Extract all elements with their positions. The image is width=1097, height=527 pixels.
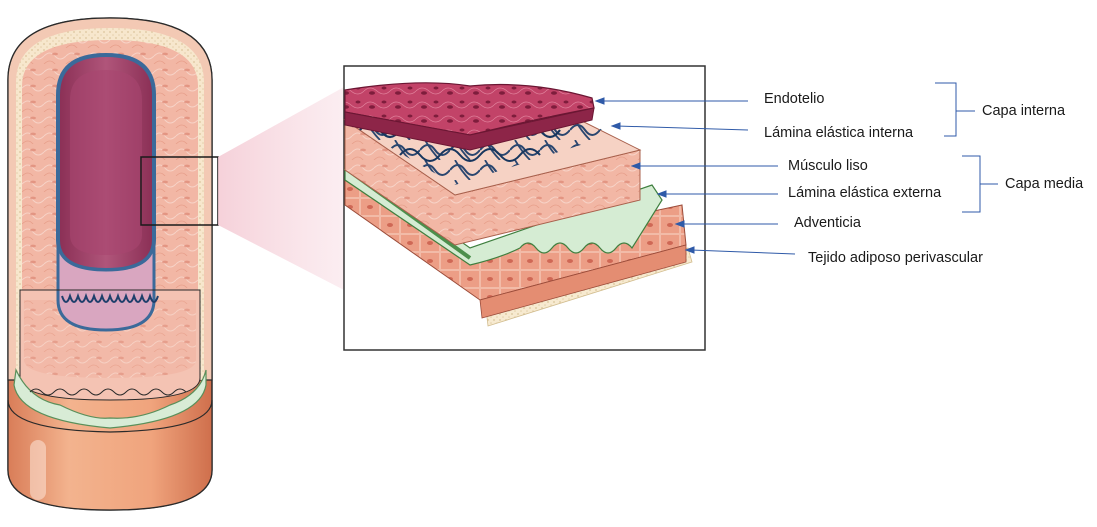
label-endotelio: Endotelio: [764, 91, 824, 107]
label-lamina-elastica-interna: Lámina elástica interna: [764, 125, 913, 141]
zoom-wedge: [218, 87, 344, 290]
group-capa-media: Capa media: [1005, 176, 1083, 192]
label-adventicia: Adventicia: [794, 215, 861, 231]
label-tejido-adiposo: Tejido adiposo perivascular: [808, 250, 983, 266]
artery-cylinder: [8, 18, 218, 510]
label-lamina-elastica-externa: Lámina elástica externa: [788, 185, 941, 201]
bracket-capa-media: [962, 156, 998, 212]
group-capa-interna: Capa interna: [982, 103, 1065, 119]
label-musculo-liso: Músculo liso: [788, 158, 868, 174]
bracket-capa-interna: [935, 83, 975, 136]
magnified-inset: [344, 66, 705, 350]
